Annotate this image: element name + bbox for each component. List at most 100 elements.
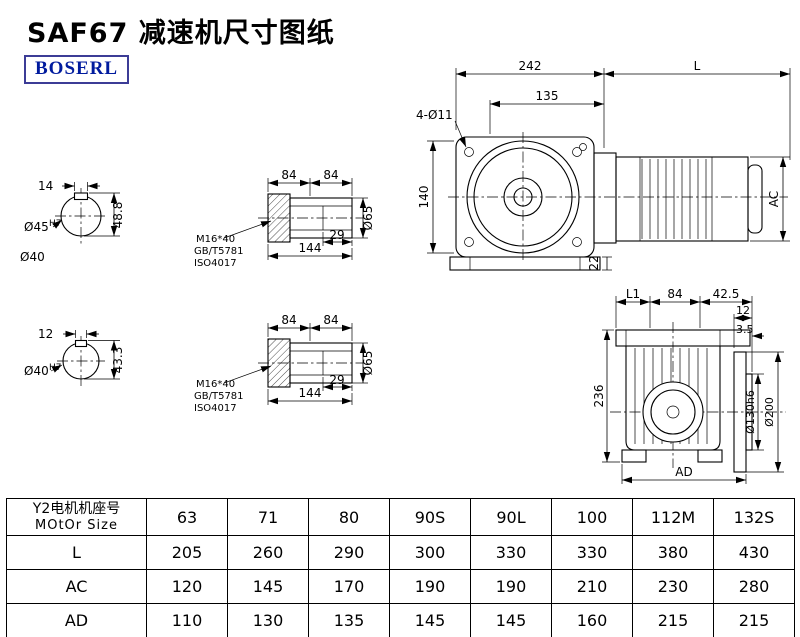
dim-d130-label: Ø130h6 <box>744 390 757 434</box>
dim-d200-label: Ø200 <box>763 397 776 427</box>
dim-d40: Ø40 H7 <box>24 363 63 378</box>
tab-hole <box>579 143 587 151</box>
dim-135-label: 135 <box>536 89 559 103</box>
dim-d40-tol-label: H7 <box>49 363 62 373</box>
note-std-iso-label: ISO4017 <box>194 258 237 269</box>
spigot-edge <box>745 373 753 451</box>
bolt-washer-section <box>267 193 291 243</box>
dim-84-84: 84 84 <box>267 168 353 196</box>
table-cell: 330 <box>470 535 552 570</box>
row-label: L <box>6 535 147 570</box>
dim-d45-label: Ø45 <box>24 220 49 234</box>
keyway-slot <box>74 339 88 348</box>
table-row-AC: AC 120 145 170 190 190 210 230 280 <box>6 569 795 604</box>
dim-42-5-label: 42.5 <box>713 287 740 301</box>
front-view-drawing: L1 84 42.5 12 3.5 236 <box>592 287 786 484</box>
note-bolt-label: M16*40 <box>196 234 235 245</box>
table-header-row: Y2电机机座号 MOtOr Size 63 71 80 90S 90L 100 … <box>6 498 795 536</box>
dim-236: 236 <box>592 329 620 463</box>
bolt-hole <box>464 237 474 247</box>
table-cell: 215 <box>632 603 714 637</box>
dim-242-label: 242 <box>519 59 542 73</box>
mounting-flange-plate <box>615 329 751 347</box>
dim-d65-label: Ø65 <box>361 351 375 376</box>
dim-140: 140 <box>417 140 454 254</box>
dim-d40-label: Ø40 <box>20 250 45 264</box>
logo-text: BOSERL <box>35 58 119 79</box>
technical-drawing: 242 L 135 4-Ø11 140 <box>20 59 791 484</box>
table-row-AD: AD 110 130 135 145 145 160 215 215 <box>6 603 795 637</box>
dim-3-5-label: 3.5 <box>736 323 754 336</box>
dim-144-label: 144 <box>299 386 322 400</box>
dim-29-label: 29 <box>329 373 344 387</box>
dim-AC-label: AC <box>767 191 781 207</box>
dim-AD-label: AD <box>675 465 692 479</box>
motor-flange <box>593 152 617 244</box>
dim-holes-label: 4-Ø11 <box>416 108 453 122</box>
gearbox-base <box>449 256 601 271</box>
dim-d45: Ø45 H7 <box>24 219 63 234</box>
bolt-hole <box>572 237 582 247</box>
bolt-note: M16*40 GB/T5781 ISO4017 <box>194 220 272 269</box>
table-cell: 120 <box>146 569 228 604</box>
note-std-iso-label: ISO4017 <box>194 403 237 414</box>
dim-144: 144 <box>267 241 353 260</box>
dim-12-label: 12 <box>736 304 750 317</box>
bolt-hole <box>572 147 582 157</box>
dim-144-label: 144 <box>299 241 322 255</box>
table-cell: 300 <box>389 535 471 570</box>
size-col-header: 132S <box>713 498 795 536</box>
dim-3-5: 3.5 <box>736 323 764 340</box>
table-cell: 215 <box>713 603 795 637</box>
dim-29: 29 <box>322 228 353 246</box>
dim-14: 14 <box>38 179 100 193</box>
table-cell: 230 <box>632 569 714 604</box>
size-col-header: 63 <box>146 498 228 536</box>
dim-12-label: 12 <box>38 327 53 341</box>
table-cell: 160 <box>551 603 633 637</box>
dim-29: 29 <box>322 373 353 391</box>
table-cell: 430 <box>713 535 795 570</box>
bolt-washer-section <box>267 338 291 388</box>
dim-29-label: 29 <box>329 228 344 242</box>
dim-84-label: 84 <box>667 287 682 301</box>
side-view-drawing: 242 L 135 4-Ø11 140 <box>416 59 791 271</box>
hollow-shaft-body <box>289 342 353 384</box>
boserl-logo: BOSERL <box>24 55 130 84</box>
motor-size-header-cell: Y2电机机座号 MOtOr Size <box>6 498 147 536</box>
size-col-header: 71 <box>227 498 309 536</box>
dim-84a-label: 84 <box>281 313 296 327</box>
header-label-cn: Y2电机机座号 <box>32 501 121 517</box>
dim-d200: Ø200 <box>746 351 784 473</box>
dim-d65: Ø65 <box>352 197 375 239</box>
dim-84b-label: 84 <box>323 313 338 327</box>
table-cell: 145 <box>389 603 471 637</box>
dim-d65: Ø65 <box>352 342 375 384</box>
dim-135: 135 <box>489 89 604 134</box>
dim-48-8-label: 48.8 <box>111 202 125 229</box>
table-cell: 210 <box>551 569 633 604</box>
size-col-header: 90S <box>389 498 471 536</box>
dim-48-8: 48.8 <box>84 192 125 237</box>
dim-AD: AD <box>621 464 747 484</box>
dim-84: 84 <box>650 287 701 328</box>
dim-14-label: 14 <box>38 179 53 193</box>
hollow-shaft-detail-top: 84 84 29 144 Ø65 M16*40 GB/T5781 ISO4017 <box>194 168 375 269</box>
note-bolt-label: M16*40 <box>196 379 235 390</box>
dim-84a-label: 84 <box>281 168 296 182</box>
shaft-section-top: 14 Ø45 H7 48.8 Ø40 <box>20 179 125 264</box>
dim-43-3: 43.3 <box>84 340 125 380</box>
dim-L-label: L <box>694 59 701 73</box>
table-cell: 135 <box>308 603 390 637</box>
size-col-header: 80 <box>308 498 390 536</box>
table-cell: 190 <box>389 569 471 604</box>
dim-12: 12 <box>38 327 99 341</box>
dim-d45-tol-label: H7 <box>49 219 62 229</box>
dim-d65-label: Ø65 <box>361 206 375 231</box>
callout-bolt-holes: 4-Ø11 <box>416 108 467 148</box>
dim-236-label: 236 <box>592 385 606 408</box>
dim-144: 144 <box>267 386 353 405</box>
output-bore-circle <box>650 389 696 435</box>
dim-L1: L1 <box>615 287 651 328</box>
